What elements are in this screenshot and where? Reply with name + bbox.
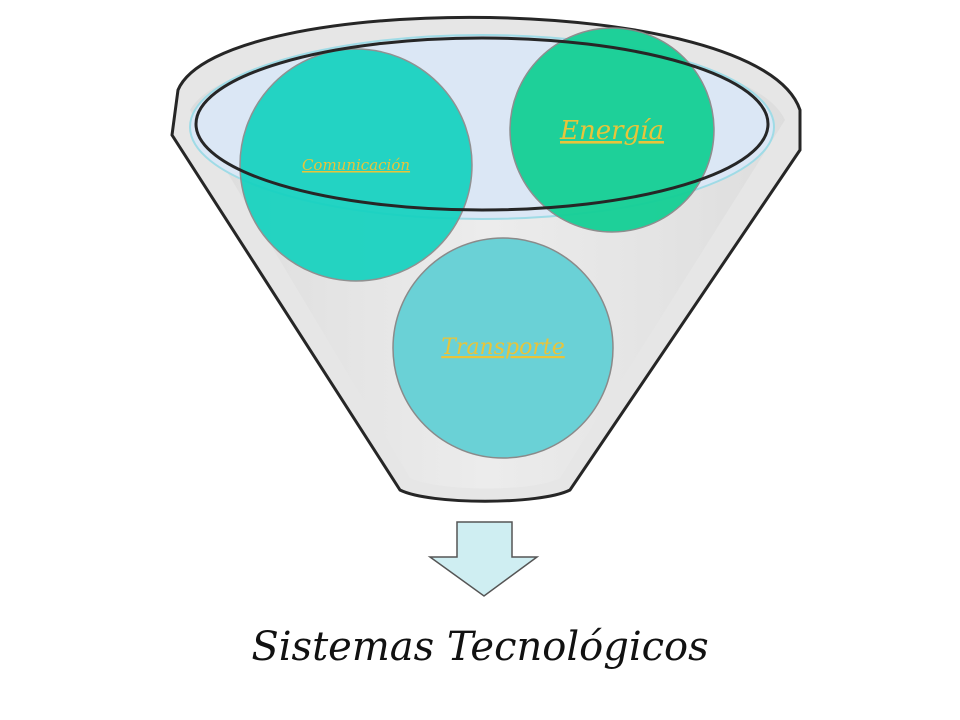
transporte-link[interactable]: Transporte [441,335,564,360]
down-arrow-icon [427,521,540,597]
transporte-circle[interactable] [392,237,614,459]
funnel-rim-outline [194,36,770,212]
energia-circle[interactable] [509,27,715,233]
result-label: Sistemas Tecnológicos [251,624,708,670]
energia-link[interactable]: Energía [559,116,664,146]
comunicacion-circle[interactable] [239,48,473,282]
comunicacion-link[interactable]: Comunicación [302,156,410,174]
